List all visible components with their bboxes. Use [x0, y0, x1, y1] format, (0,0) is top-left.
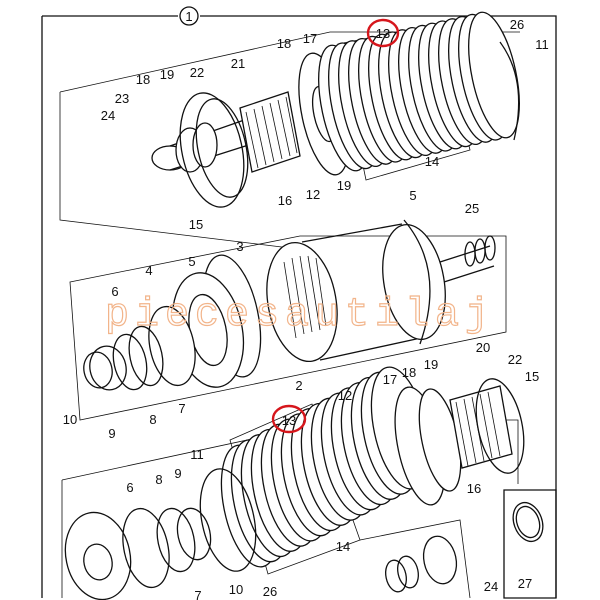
- middle-assembly: 5 25 3 5 4 6 10 9 8 7 2: [63, 188, 507, 441]
- label-9-bottom: 9: [174, 466, 181, 481]
- label-18b: 18: [136, 72, 150, 87]
- label-24: 24: [101, 108, 115, 123]
- label-5-left: 5: [188, 254, 195, 269]
- figure-number: 1: [185, 9, 192, 24]
- label-16-bottom: 16: [467, 481, 481, 496]
- label-11: 11: [535, 37, 549, 52]
- label-25: 25: [465, 201, 479, 216]
- top-assembly: 13 26 11 18 17 18 19 22 21 23 24 16 12 1…: [59, 11, 549, 249]
- label-10: 10: [63, 412, 77, 427]
- label-2: 2: [295, 378, 302, 393]
- watermark-text: piecesautilaj: [105, 293, 495, 338]
- label-17-bottom: 17: [383, 372, 397, 387]
- label-19b: 19: [337, 178, 351, 193]
- label-8: 8: [149, 412, 156, 427]
- label-4: 4: [145, 263, 152, 278]
- highlight-13-bottom: [271, 404, 307, 434]
- label-11-bottom: 11: [190, 447, 204, 462]
- label-15-bottom: 15: [525, 369, 539, 384]
- label-18: 18: [277, 36, 291, 51]
- label-19: 19: [160, 67, 174, 82]
- figure-frame: [41, 15, 557, 598]
- highlight-13-top: [366, 18, 400, 48]
- part-27-box: [503, 489, 557, 599]
- label-6-bottom: 6: [126, 480, 133, 495]
- label-13: 13: [376, 26, 390, 41]
- label-22-bottom: 22: [508, 352, 522, 367]
- label-12-bottom: 12: [338, 388, 352, 403]
- label-6: 6: [111, 284, 118, 299]
- label-26: 26: [510, 17, 524, 32]
- label-8-bottom: 8: [155, 472, 162, 487]
- clutch-plate: [468, 11, 520, 139]
- label-13-bottom: 13: [282, 413, 296, 428]
- label-27: 27: [518, 576, 532, 591]
- label-14-bottom: 14: [336, 539, 350, 554]
- label-5-right: 5: [409, 188, 416, 203]
- label-12: 12: [306, 187, 320, 202]
- label-10-bottom: 10: [229, 582, 243, 597]
- label-7-bottom: 7: [194, 588, 201, 600]
- label-24-bottom: 24: [484, 579, 498, 594]
- label-22: 22: [190, 65, 204, 80]
- label-17: 17: [303, 31, 317, 46]
- label-15: 15: [189, 217, 203, 232]
- label-7: 7: [178, 401, 185, 416]
- label-23: 23: [115, 91, 129, 106]
- label-18-bottom: 18: [402, 365, 416, 380]
- label-14: 14: [425, 154, 439, 169]
- label-19-bottom: 19: [424, 357, 438, 372]
- label-9: 9: [108, 426, 115, 441]
- label-21: 21: [231, 56, 245, 71]
- bottom-assembly: 13 12 20 22 15 17 18 19 11 9 8 6 16 14 1…: [61, 340, 557, 600]
- label-26-bottom: 26: [263, 584, 277, 599]
- figure-number-circle: [179, 6, 199, 26]
- label-16: 16: [278, 193, 292, 208]
- label-20: 20: [476, 340, 490, 355]
- label-3: 3: [236, 239, 243, 254]
